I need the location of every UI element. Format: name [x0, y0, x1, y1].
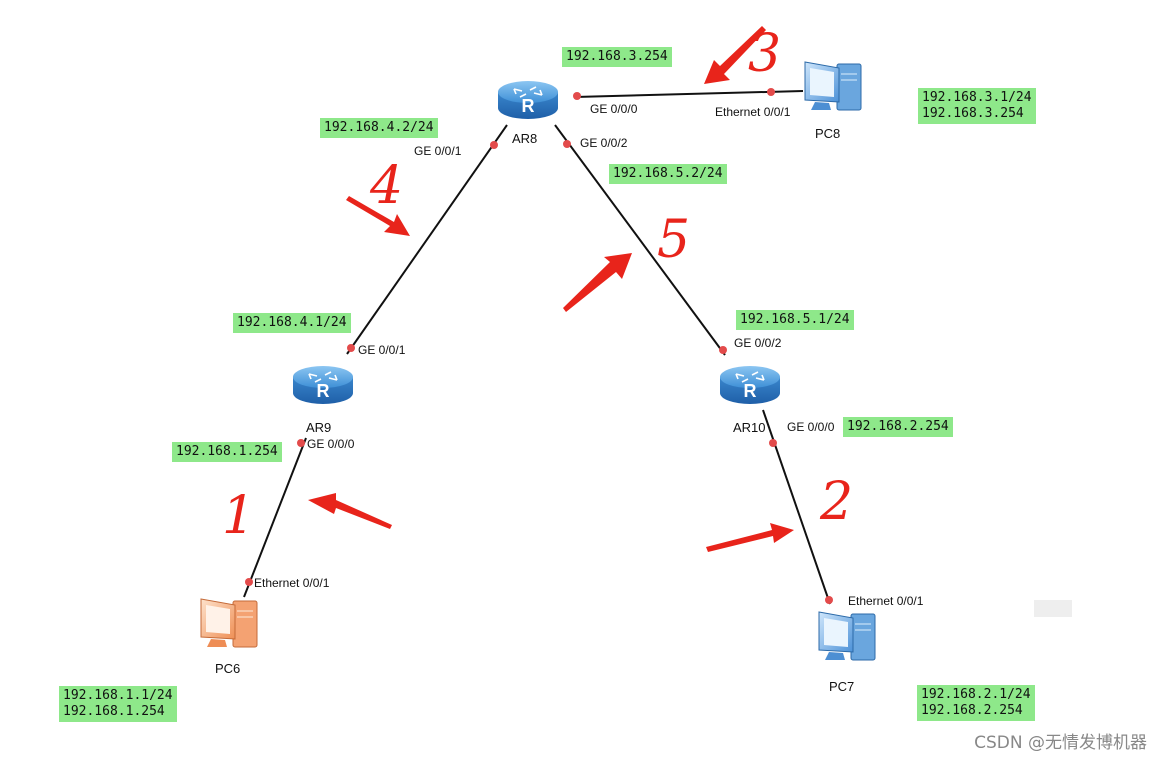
link-ar9-pc6	[243, 437, 307, 598]
port-dot-ar8-ge002[interactable]	[563, 140, 571, 148]
ip-label-ar8-ge002: 192.168.5.2/24	[609, 164, 727, 184]
annotation-number-5: 5	[657, 210, 691, 270]
router-r-glyph: R	[317, 381, 330, 401]
arrow-4-icon	[346, 196, 410, 236]
port-label-pc6-eth: Ethernet 0/0/1	[254, 576, 330, 590]
port-label-ar10-ge002: GE 0/0/2	[734, 336, 782, 350]
router-arrows-icon	[735, 371, 765, 383]
ip-label-ar9-ge000: 192.168.1.254	[172, 442, 282, 462]
arrow-3-icon	[704, 26, 766, 84]
port-label-ar10-ge000: GE 0/0/0	[787, 420, 835, 434]
router-ar10[interactable]: R	[720, 366, 780, 404]
router-r-glyph: R	[744, 381, 757, 401]
annotation-number-4: 4	[370, 156, 404, 216]
router-r-glyph: R	[522, 96, 535, 116]
ip-label-ar8-ge001: 192.168.4.2/24	[320, 118, 438, 138]
arrow-1-icon	[308, 493, 392, 529]
pc-pc8[interactable]	[804, 61, 862, 111]
pc-pc6[interactable]	[200, 598, 258, 648]
port-label-ar8-ge002: GE 0/0/2	[580, 136, 628, 150]
ip-address-pc8: 192.168.3.1/24	[922, 90, 1032, 105]
ip-address-pc6: 192.168.1.1/24	[63, 688, 173, 703]
port-label-ar9-ge000: GE 0/0/0	[307, 437, 355, 451]
router-top	[498, 81, 558, 103]
port-dot-ar8-ge000[interactable]	[573, 92, 581, 100]
port-dot-ar8-ge001[interactable]	[490, 141, 498, 149]
ip-config-pc6: 192.168.1.1/24 192.168.1.254	[59, 686, 177, 722]
router-top	[720, 366, 780, 388]
gateway-pc6: 192.168.1.254	[63, 704, 165, 719]
port-dot-pc7-eth[interactable]	[825, 596, 833, 604]
pc-pc7[interactable]	[818, 611, 876, 661]
pc-icon	[804, 61, 862, 111]
annotation-arrows	[308, 26, 794, 552]
port-dot-ar10-ge002[interactable]	[719, 346, 727, 354]
annotation-number-2: 2	[820, 472, 854, 532]
watermark: CSDN @无情发博机器	[974, 733, 1147, 753]
gateway-pc8: 192.168.3.254	[922, 106, 1024, 121]
port-dots	[245, 88, 833, 604]
annotation-number-1: 1	[222, 486, 256, 546]
arrow-2-icon	[706, 523, 794, 552]
port-dot-ar10-ge000[interactable]	[769, 439, 777, 447]
port-dot-pc6-eth[interactable]	[245, 578, 253, 586]
device-name-pc8: PC8	[815, 126, 841, 141]
ip-label-ar10-ge002: 192.168.5.1/24	[736, 310, 854, 330]
pc-icon	[818, 611, 876, 661]
device-name-ar9: AR9	[306, 420, 332, 435]
annotation-number-3: 3	[748, 24, 782, 84]
router-arrows-icon	[308, 371, 338, 383]
ip-label-ar9-ge001: 192.168.4.1/24	[233, 313, 351, 333]
ip-address-pc7: 192.168.2.1/24	[921, 687, 1031, 702]
port-dot-ar9-ge001[interactable]	[347, 344, 355, 352]
link-ar8-pc8	[574, 90, 804, 98]
device-name-pc7: PC7	[829, 679, 855, 694]
ip-config-pc8: 192.168.3.1/24 192.168.3.254	[918, 88, 1036, 124]
ip-label-ar8-ge000: 192.168.3.254	[562, 47, 672, 67]
device-name-ar8: AR8	[512, 131, 538, 146]
port-dot-ar9-ge000[interactable]	[297, 439, 305, 447]
port-dot-pc8-eth[interactable]	[767, 88, 775, 96]
link-ar8-ar9	[346, 124, 508, 355]
router-ar8[interactable]: R	[498, 81, 558, 119]
ip-label-ar10-ge000: 192.168.2.254	[843, 417, 953, 437]
link-ar8-ar10	[554, 124, 726, 356]
ip-config-pc7: 192.168.2.1/24 192.168.2.254	[917, 685, 1035, 721]
arrow-5-icon	[563, 253, 632, 312]
device-name-pc6: PC6	[215, 661, 241, 676]
gateway-pc7: 192.168.2.254	[921, 703, 1023, 718]
port-label-ar8-ge000: GE 0/0/0	[590, 102, 638, 116]
router-arrows-icon	[513, 86, 543, 98]
pc-icon	[200, 598, 258, 648]
port-label-pc8-eth: Ethernet 0/0/1	[715, 105, 791, 119]
device-name-ar10: AR10	[733, 420, 766, 435]
empty-gray-box	[1034, 600, 1072, 617]
router-top	[293, 366, 353, 388]
port-label-ar9-ge001: GE 0/0/1	[358, 343, 406, 357]
port-label-ar8-ge001: GE 0/0/1	[414, 144, 462, 158]
port-label-pc7-eth: Ethernet 0/0/1	[848, 594, 924, 608]
router-ar9[interactable]: R	[293, 366, 353, 404]
